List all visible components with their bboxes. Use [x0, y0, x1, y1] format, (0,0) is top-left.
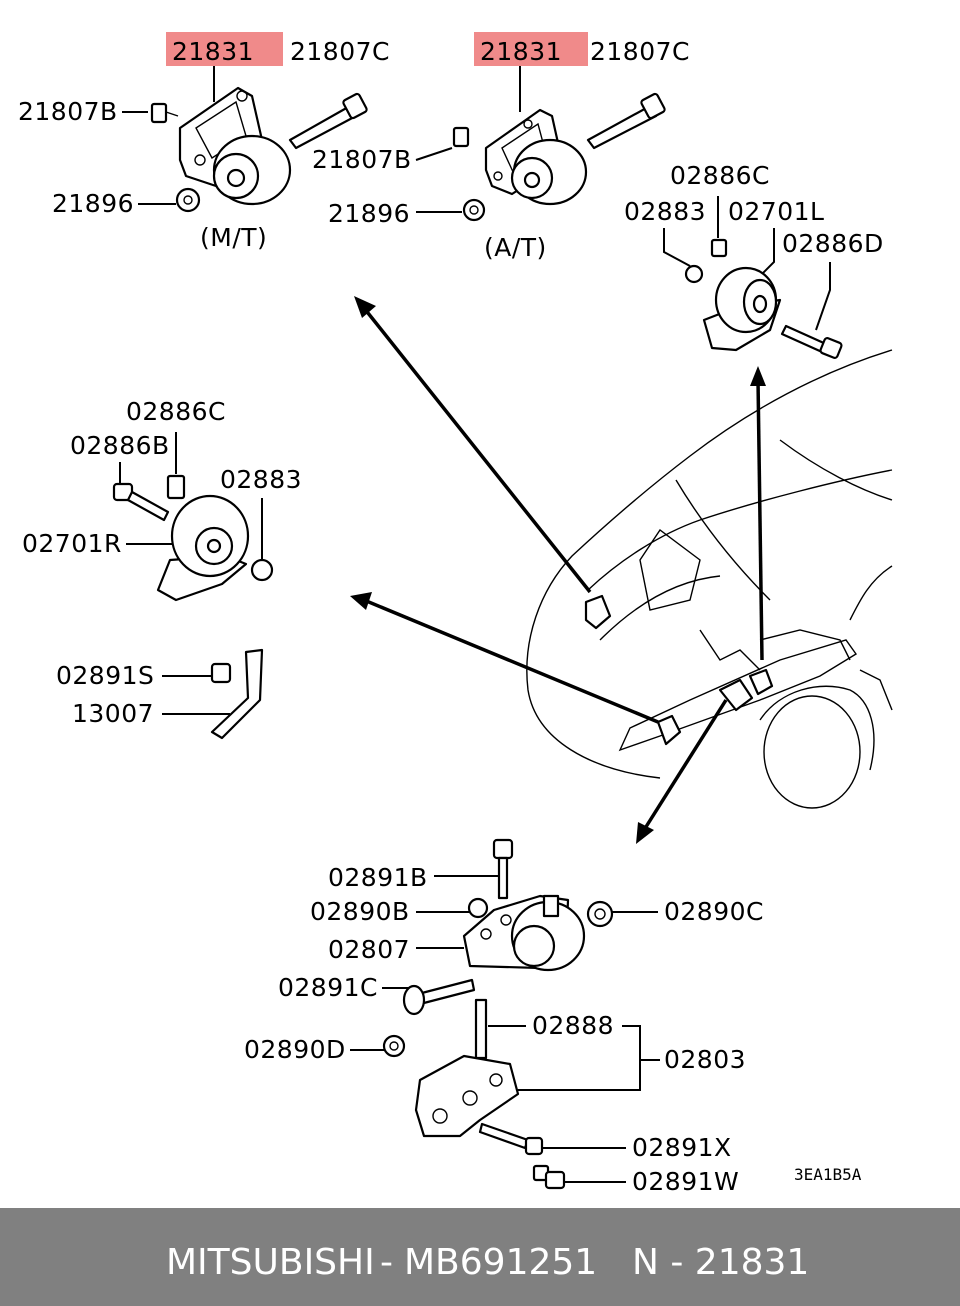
label-b-02807[interactable]: 02807: [328, 935, 410, 964]
at-bolt-21807C: [586, 92, 666, 150]
footer-ref: N - 21831: [632, 1242, 810, 1283]
footer-part-number: MB691251: [404, 1242, 598, 1283]
footer-bar: MITSUBISHI - MB691251 N - 21831: [0, 1208, 960, 1306]
label-l-02886D[interactable]: 02886D: [782, 229, 884, 258]
at-highlight: [474, 32, 588, 66]
r-bolt-02886C: [166, 474, 186, 500]
label-l-02701L[interactable]: 02701L: [728, 197, 824, 226]
label-at-21807B[interactable]: 21807B: [312, 145, 412, 174]
b-bolt-02891C: [402, 978, 476, 1016]
label-r-02886C[interactable]: 02886C: [126, 397, 226, 426]
r-bolt-02886B: [112, 482, 170, 522]
footer-dash: -: [380, 1242, 393, 1283]
b-nut-02890D: [382, 1034, 406, 1058]
label-b-02891B[interactable]: 02891B: [328, 863, 428, 892]
label-at-21831[interactable]: 21831: [480, 37, 562, 66]
b-nut-02890C: [586, 900, 614, 928]
arrows: [350, 296, 766, 844]
parts-diagram: 21831 21807C 21807B 21896 (M/T): [18, 32, 893, 1196]
left-mount-group: 02886C 02883 02701L 02886D: [624, 161, 884, 359]
at-nut-21896: [462, 198, 486, 222]
label-mt-21831[interactable]: 21831: [172, 37, 254, 66]
mt-nut-21896: [175, 187, 201, 213]
b-bolt-02891W: [532, 1164, 566, 1190]
label-r-02701R[interactable]: 02701R: [22, 529, 122, 558]
right-mount-group: 02886C 02886B 02883 02701R: [22, 397, 302, 602]
b-nut-02890B: [467, 897, 489, 919]
label-b-02891W[interactable]: 02891W: [632, 1167, 739, 1196]
b-bolt-02891X: [478, 1122, 544, 1156]
mt-mount-group: 21831 21807C 21807B 21896 (M/T): [18, 32, 390, 252]
label-mt-21807C[interactable]: 21807C: [290, 37, 390, 66]
car-outline: [526, 349, 893, 809]
at-bolt-21807B: [452, 126, 470, 148]
l-nut-02883: [684, 264, 704, 284]
label-at-caption: (A/T): [484, 233, 547, 262]
at-mount-group: 21831 21807C 21807B 21896 (A/T): [312, 32, 690, 262]
stay-group: 02891S 13007: [56, 648, 264, 740]
label-l-02883[interactable]: 02883: [624, 197, 706, 226]
mt-highlight: [166, 32, 283, 66]
s-bolt-02891S: [210, 662, 232, 684]
label-b-02890C[interactable]: 02890C: [664, 897, 764, 926]
label-r-02886B[interactable]: 02886B: [70, 431, 170, 460]
label-mt-caption: (M/T): [200, 223, 267, 252]
diagram-code: 3EA1B5A: [794, 1165, 862, 1184]
mt-bolt-21807B: [150, 102, 179, 124]
b-bracket-02803: [414, 1054, 520, 1138]
label-b-02888[interactable]: 02888: [532, 1011, 614, 1040]
b-stud-02888: [474, 998, 488, 1060]
label-r-02883[interactable]: 02883: [220, 465, 302, 494]
front-mount-group: 02891B 02890B 02890C 02807 02891C 02888 …: [244, 838, 862, 1196]
label-at-21807C[interactable]: 21807C: [590, 37, 690, 66]
mt-bolt-21807C: [288, 92, 368, 150]
label-s-13007[interactable]: 13007: [72, 699, 154, 728]
l-bolt-02886D: [780, 324, 843, 359]
label-mt-21896[interactable]: 21896: [52, 189, 134, 218]
s-stay-bracket: [210, 648, 264, 740]
label-b-02891X[interactable]: 02891X: [632, 1133, 732, 1162]
label-l-02886C[interactable]: 02886C: [670, 161, 770, 190]
label-b-02803[interactable]: 02803: [664, 1045, 746, 1074]
l-bolt-02886C: [710, 238, 728, 258]
label-b-02890B[interactable]: 02890B: [310, 897, 410, 926]
label-b-02891C[interactable]: 02891C: [278, 973, 378, 1002]
label-mt-21807B[interactable]: 21807B: [18, 97, 118, 126]
label-b-02890D[interactable]: 02890D: [244, 1035, 346, 1064]
footer-brand: MITSUBISHI: [166, 1242, 375, 1283]
r-nut-02883: [250, 558, 274, 582]
label-s-02891S[interactable]: 02891S: [56, 661, 154, 690]
label-at-21896[interactable]: 21896: [328, 199, 410, 228]
b-bolt-02891B: [492, 838, 514, 900]
